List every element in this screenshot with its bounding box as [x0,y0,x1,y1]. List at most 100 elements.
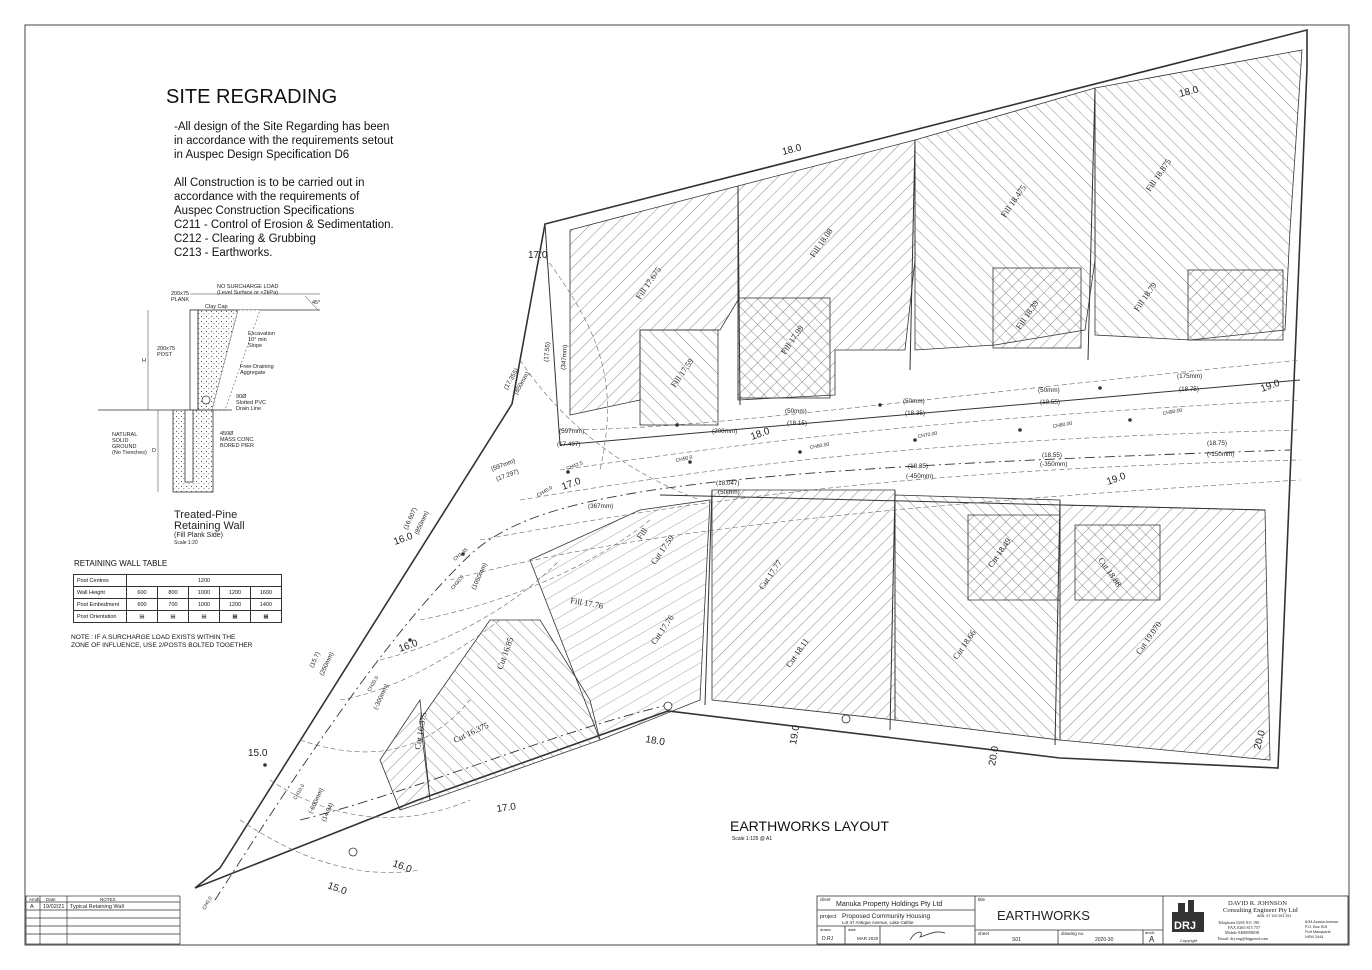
detail-label: PLANK [171,297,189,303]
company-address: P.O. Box 515 [1305,925,1327,929]
contour-label: 19.0 [1259,378,1281,395]
detail-label: Clay Cap [205,304,228,310]
chainage-label: CH90.00 [1162,408,1183,417]
detail-label: MASS CONC. [220,437,255,443]
detail-label: SOLID [112,438,129,444]
table-cell: Post Centres [73,574,127,587]
level-annotation: (18.15) [787,420,807,427]
detail-label: POST [157,352,173,358]
level-annotation: (175mm) [1177,373,1202,380]
level-annotation: (347mm) [560,344,569,370]
company-name: DAVID R. JOHNSON [1228,900,1287,907]
detail-label: (No Trenches) [112,450,147,456]
table-cell: Post Orientation [73,610,127,623]
detail-label: D [152,448,156,454]
revision-table [25,895,181,945]
level-annotation: (367mm) [588,503,613,510]
logo-text: DRJ [1174,920,1196,932]
revision-note: Typical Retaining Wall [70,904,124,910]
contour-label: 18.0 [1178,84,1200,99]
detail-label: 200x75 [157,346,175,352]
company-address: 6/34 Acacia Avenue [1305,920,1338,924]
contour-label: 17.0 [528,250,548,261]
level-annotation: (18.047) [716,480,739,487]
contour-label: 17.0 [496,801,517,815]
detail-label: H [142,358,146,364]
project-name: Proposed Community Housing [842,913,931,920]
level-annotation: (18.75) [1207,440,1227,447]
detail-label: 450Ø [220,431,234,437]
detail-label: BORED PIER [220,443,254,449]
level-annotation: (-600mm) [307,787,325,815]
table-title: RETAINING WALL TABLE [74,559,168,568]
level-annotation: (50mm) [1038,387,1060,394]
note-line: in accordance with the requirements seto… [174,135,394,147]
company-mobile: Mobile 0488898038 [1225,930,1259,935]
date-value: MAR 2020 [857,936,879,941]
note-line: C213 - Earthworks. [174,247,273,259]
contour-label: 19.0 [1105,471,1127,488]
sheet-border [24,24,1350,946]
plan-title: EARTHWORKS LAYOUT [730,818,889,834]
detail-label: 45° [312,300,320,306]
page-title: SITE REGRADING [166,86,338,108]
sheet-label: sheet [978,931,990,936]
post-orientation-icon: ▦ [250,610,282,623]
table-row: Wall Height 600 800 1000 1200 1600 [73,586,282,599]
lots-north [569,49,1303,426]
company-abn: ABN. 97 102 991 251 [1257,914,1291,918]
sheet-value: S01 [1012,937,1021,943]
contour-label: 16.0 [397,638,419,655]
revision-date: 19/02/21 [43,904,64,910]
chainage-label: CH30.0 [450,574,466,591]
table-cell: Wall Height [73,586,127,599]
revision-header: Amdt [29,897,40,902]
title-label: title [978,897,986,902]
level-annotation: (17.55) [543,342,552,362]
chainage-label: CH80.00 [1052,421,1073,430]
contour-label: 15.0 [248,748,268,759]
level-annotation: (-350mm) [1040,461,1067,468]
retaining-wall-table: Post Centres 1200 Wall Height 600 800 10… [73,574,282,623]
chainage-label: CH60.00 [809,442,830,451]
table-cell: 800 [157,586,189,599]
table-note: ZONE OF INFLUENCE, USE 2/POSTS BOLTED TO… [71,642,253,649]
company-phone: Telephone 0265 811 190 [1218,920,1259,925]
date-label: date [848,927,857,932]
copyright-label: Copyright [1180,938,1198,943]
company-name-2: Consulting Engineer Pty Ltd [1223,907,1298,914]
detail-label: Free-Draining [240,364,274,370]
table-cell: 700 [157,598,189,611]
note-line: accordance with the requirements of [174,191,360,203]
contour-label: 19.0 [788,724,802,746]
level-annotation: (-300mm) [372,683,390,711]
detail-title: Treated-Pine [174,509,237,521]
level-annotation: (18.55) [1042,452,1062,459]
level-annotation: (597mm) [559,428,584,435]
table-cell: 1200 [126,574,282,587]
chainage-label: CH20.0 [367,675,381,693]
detail-label: Drain Line [236,406,261,412]
table-cell: 1400 [250,598,282,611]
level-annotation: (50mm) [785,408,807,415]
note-line: in Auspec Design Specification D6 [174,149,350,161]
signature-icon [909,931,946,941]
table-row: Post Embedment 600 700 1000 1200 1400 [73,598,282,611]
drawing-no-label: drawing no. [1061,931,1084,936]
level-annotation: (18.35) [908,463,928,470]
level-annotation: (15.7) [308,651,321,669]
chainage-label: CH40.0 [536,485,554,499]
level-annotation: (50mm) [903,398,925,405]
detail-label: NATURAL [112,432,137,438]
title-block [816,895,1349,945]
detail-label: Excavation [248,331,275,337]
site-plan: 18.0 18.0 17.0 19.0 18.0 17.0 16.0 16.0 … [194,28,1308,911]
note-line: C211 - Control of Erosion & Sedimentatio… [174,219,394,231]
amdt-label: amdt. [1145,930,1155,935]
contour-label: 15.0 [326,880,348,897]
detail-title: Retaining Wall [174,520,245,532]
table-note: NOTE : IF A SURCHARGE LOAD EXISTS WITHIN… [71,634,236,641]
post-orientation-icon: ▦ [219,610,251,623]
contour-label: 20.0 [987,745,1001,767]
detail-label: (Level Surface or <2kPa) [217,290,278,296]
